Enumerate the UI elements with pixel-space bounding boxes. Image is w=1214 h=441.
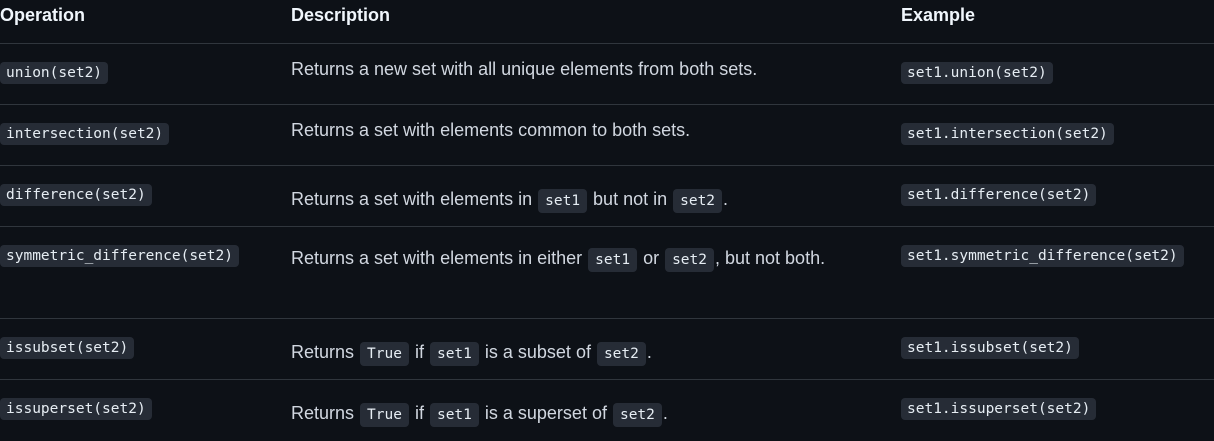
- example-code: set1.issuperset(set2): [901, 398, 1097, 420]
- inline-code: set1: [588, 248, 638, 272]
- operation-code: symmetric_difference(set2): [0, 245, 239, 267]
- inline-code: set1: [538, 189, 588, 213]
- description-cell: Returns a set with elements common to bo…: [291, 120, 691, 140]
- example-code: set1.issubset(set2): [901, 337, 1079, 359]
- table-row: issuperset(set2) Returns True if set1 is…: [0, 380, 1214, 441]
- table-row: union(set2) Returns a new set with all u…: [0, 44, 1214, 105]
- inline-code: True: [360, 342, 409, 366]
- description-cell: Returns True if set1 is a subset of set2…: [291, 337, 846, 369]
- operation-code: union(set2): [0, 62, 109, 84]
- table-row: symmetric_difference(set2) Returns a set…: [0, 227, 1214, 319]
- description-cell: Returns True if set1 is a superset of se…: [291, 398, 846, 430]
- inline-code: set2: [673, 189, 723, 213]
- description-cell: Returns a set with elements in either se…: [291, 243, 846, 275]
- description-cell: Returns a new set with all unique elemen…: [291, 59, 758, 79]
- example-code: set1.union(set2): [901, 62, 1053, 84]
- table-row: issubset(set2) Returns True if set1 is a…: [0, 319, 1214, 380]
- inline-code: set2: [665, 248, 714, 272]
- table-header-row: Operation Description Example: [0, 0, 1214, 44]
- table-row: intersection(set2) Returns a set with el…: [0, 105, 1214, 166]
- header-operation: Operation: [0, 5, 86, 25]
- description-cell: Returns a set with elements in set1 but …: [291, 184, 846, 216]
- header-example: Example: [901, 5, 976, 25]
- inline-code: set1: [429, 342, 479, 366]
- operation-code: intersection(set2): [0, 123, 170, 145]
- operation-code: issubset(set2): [0, 337, 135, 359]
- example-code: set1.difference(set2): [901, 184, 1097, 206]
- table-row: difference(set2) Returns a set with elem…: [0, 166, 1214, 227]
- example-code: set1.symmetric_difference(set2): [901, 245, 1184, 267]
- inline-code: set1: [429, 403, 479, 427]
- operation-code: difference(set2): [0, 184, 152, 206]
- inline-code: set2: [596, 342, 646, 366]
- inline-code: set2: [612, 403, 662, 427]
- example-code: set1.intersection(set2): [901, 123, 1114, 145]
- inline-code: True: [360, 403, 409, 427]
- header-description: Description: [291, 5, 391, 25]
- operation-code: issuperset(set2): [0, 398, 152, 420]
